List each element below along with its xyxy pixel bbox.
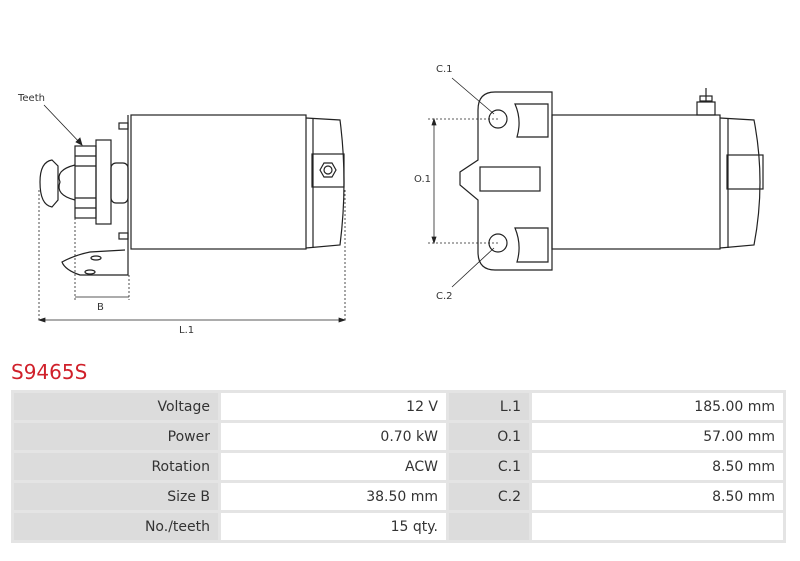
o1-label: O.1 xyxy=(414,174,431,185)
spec-label: L.1 xyxy=(449,393,529,420)
side-dimensions xyxy=(37,104,347,323)
l1-label: L.1 xyxy=(179,325,194,336)
spec-label: C.2 xyxy=(449,483,529,510)
spec-label: No./teeth xyxy=(14,513,218,540)
spec-value: 0.70 kW xyxy=(221,423,446,450)
spec-label: Size B xyxy=(14,483,218,510)
product-code: S9465S xyxy=(11,360,88,384)
c2-label: C.2 xyxy=(436,291,453,302)
starter-technical-drawing: Teeth B L.1 C.1 C.2 O.1 xyxy=(17,64,764,336)
c1-label: C.1 xyxy=(436,64,453,75)
spec-label: C.1 xyxy=(449,453,529,480)
spec-label: O.1 xyxy=(449,423,529,450)
top-view xyxy=(459,88,764,271)
spec-value xyxy=(532,513,783,540)
spec-label: Voltage xyxy=(14,393,218,420)
spec-label: Power xyxy=(14,423,218,450)
spec-value: ACW xyxy=(221,453,446,480)
top-dimensions xyxy=(428,77,498,288)
side-view xyxy=(39,114,345,276)
spec-label xyxy=(449,513,529,540)
spec-value: 8.50 mm xyxy=(532,453,783,480)
spec-value: 8.50 mm xyxy=(532,483,783,510)
spec-value: 12 V xyxy=(221,393,446,420)
spec-label: Rotation xyxy=(14,453,218,480)
b-label: B xyxy=(97,302,104,313)
spec-value: 57.00 mm xyxy=(532,423,783,450)
spec-value: 185.00 mm xyxy=(532,393,783,420)
spec-value: 38.50 mm xyxy=(221,483,446,510)
teeth-label: Teeth xyxy=(17,93,45,104)
spec-value: 15 qty. xyxy=(221,513,446,540)
